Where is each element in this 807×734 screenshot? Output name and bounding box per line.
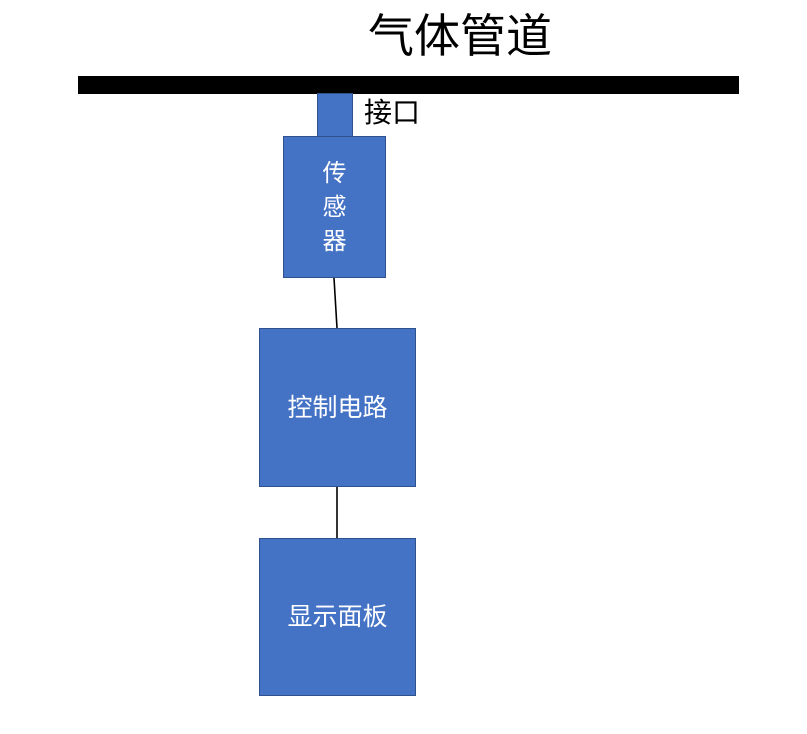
control-circuit-box: 控制电路 xyxy=(259,328,416,487)
gas-pipe-bar xyxy=(78,76,739,94)
pipeline-title: 气体管道 xyxy=(368,9,552,63)
sensor-label: 传感器 xyxy=(322,159,347,255)
sensor-to-control-line xyxy=(333,277,338,329)
display-panel-box: 显示面板 xyxy=(259,538,416,696)
control-circuit-label: 控制电路 xyxy=(287,392,388,422)
sensor-box: 传感器 xyxy=(283,136,386,278)
interface-label: 接口 xyxy=(364,96,421,129)
display-panel-label: 显示面板 xyxy=(287,602,388,631)
